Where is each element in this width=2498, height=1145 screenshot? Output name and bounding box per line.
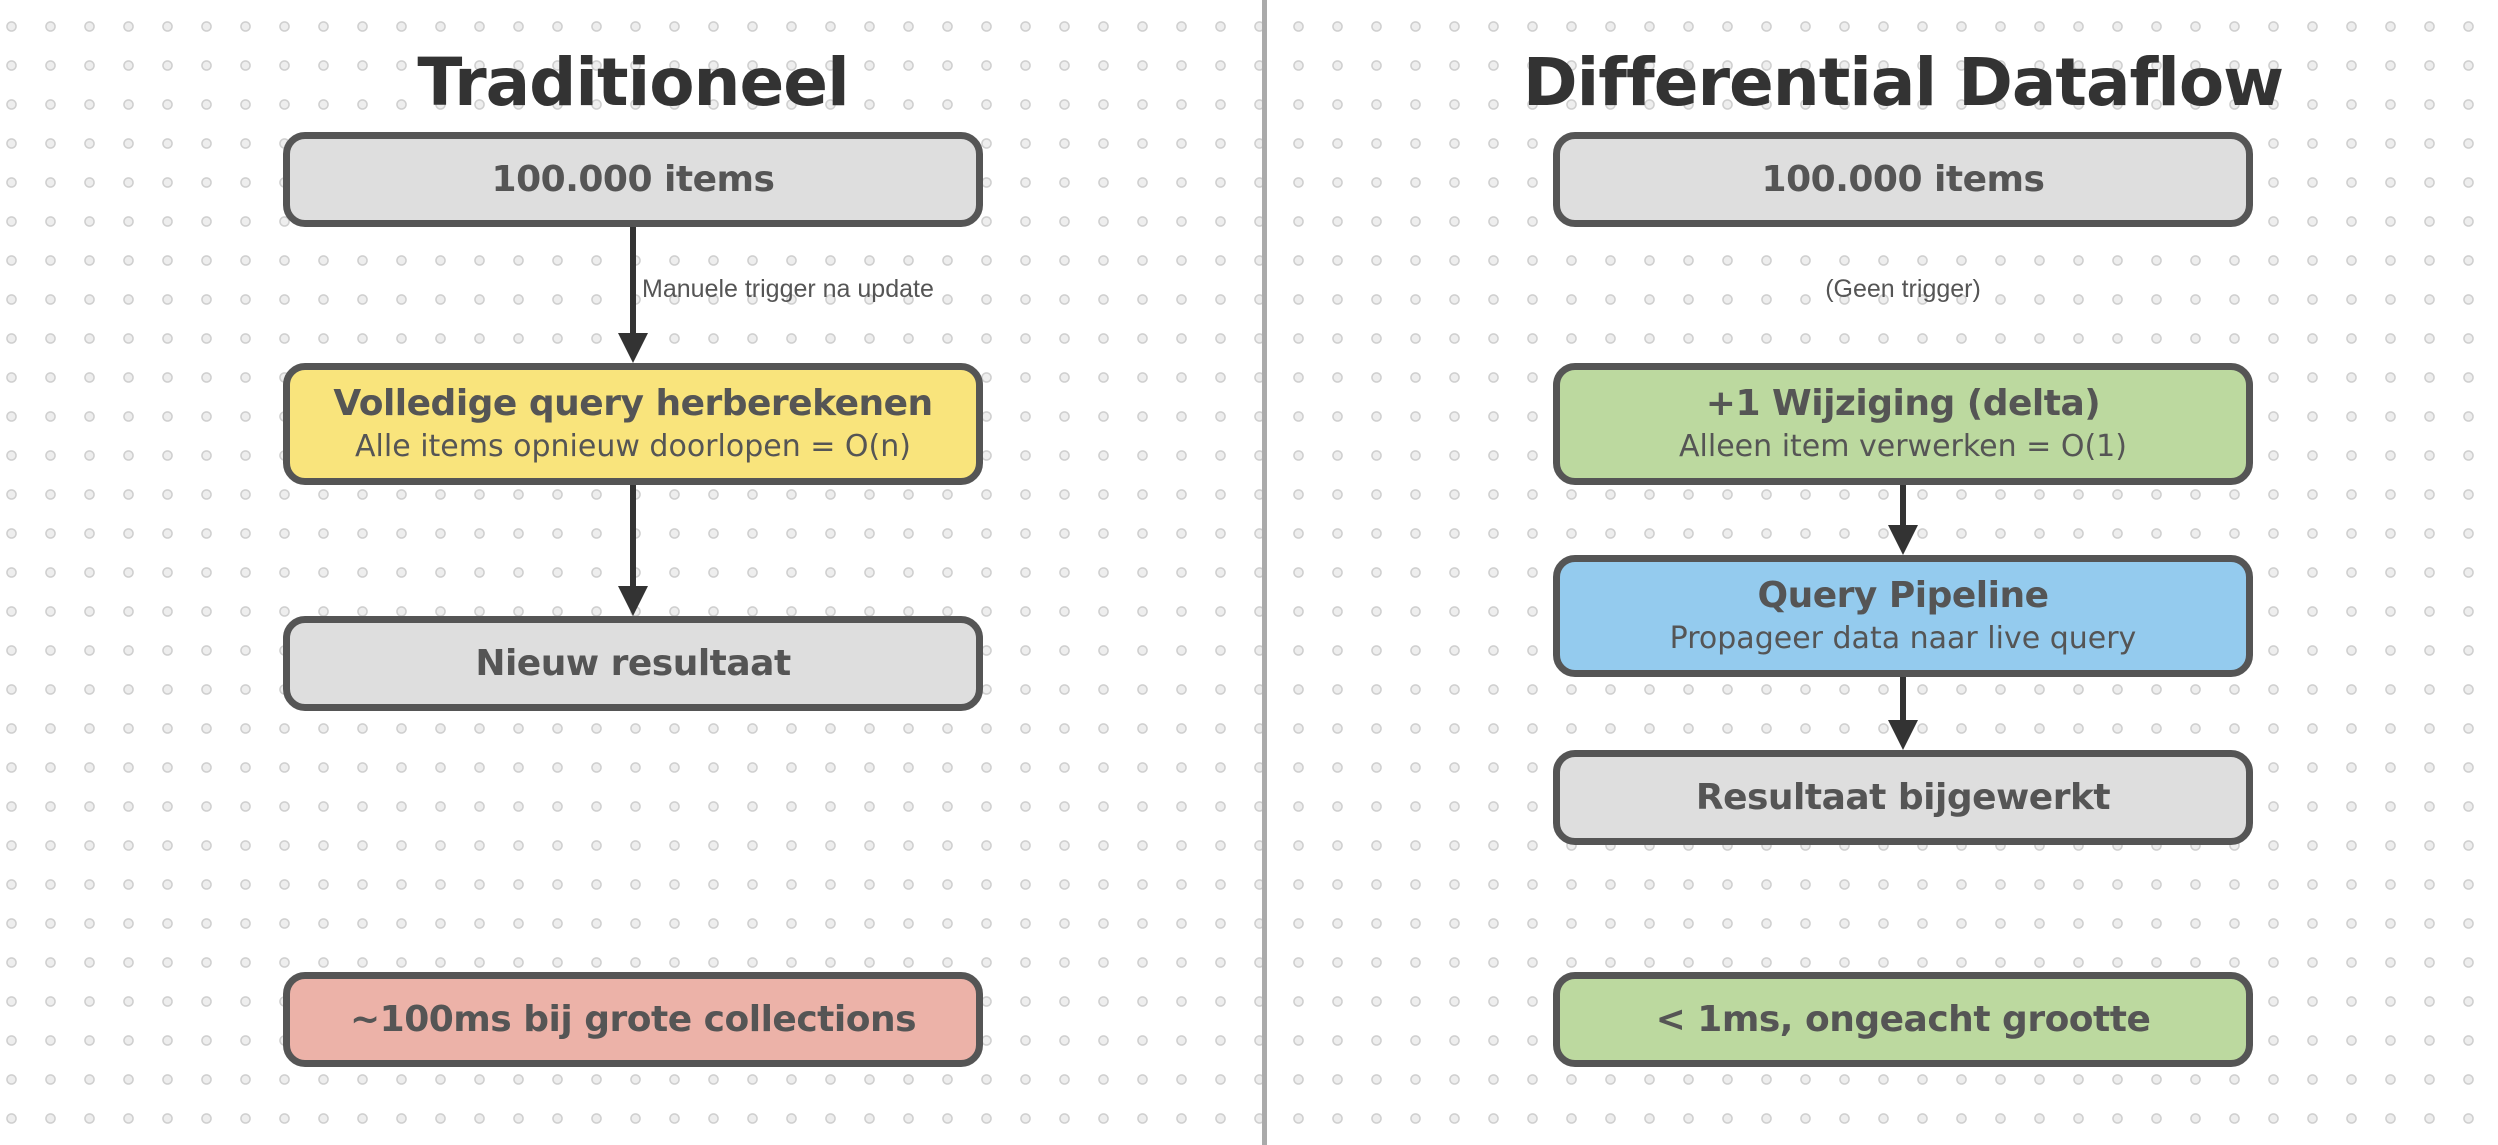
arrow-shaft [1900,485,1906,529]
node-label: +1 Wijziging (delta) [1705,383,2101,424]
traditional-result-node: Nieuw resultaat [283,616,983,711]
arrow-head-icon [1888,720,1918,750]
traditional-title: Traditioneel [417,44,849,121]
differential-result-node: Resultaat bijgewerkt [1553,750,2253,845]
differential-arrow-result [1888,677,1918,750]
node-label: Resultaat bijgewerkt [1695,776,2111,818]
node-sublabel: Alleen item verwerken = O(1) [1679,429,2127,464]
arrow-shaft [630,485,636,590]
traditional-arrow-trigger [618,227,648,363]
traditional-arrow-result [618,485,648,616]
node-label: Nieuw resultaat [475,642,791,684]
node-sublabel: Alle items opnieuw doorlopen = O(n) [355,429,911,464]
traditional-performance-node: ~100ms bij grote collections [283,972,983,1067]
node-label: 100.000 items [491,158,775,200]
node-label: Query Pipeline [1757,575,2049,616]
node-label: ~100ms bij grote collections [349,998,917,1040]
differential-pipeline-node: Query Pipeline Propageer data naar live … [1553,555,2253,677]
arrow-head-icon [1888,525,1918,555]
node-label: 100.000 items [1761,158,2045,200]
node-label: Volledige query herberekenen [333,383,933,424]
traditional-recompute-node: Volledige query herberekenen Alle items … [283,363,983,485]
arrow-head-icon [618,586,648,616]
node-sublabel: Propageer data naar live query [1669,621,2137,656]
arrow-shaft [1900,677,1906,724]
arrow-head-icon [618,333,648,363]
traditional-edge-label: Manuele trigger na update [642,275,934,303]
differential-source-node: 100.000 items [1553,132,2253,227]
arrow-shaft [630,227,636,337]
differential-title: Differential Dataflow [1522,44,2284,121]
node-label: < 1ms, ongeacht grootte [1655,998,2151,1040]
differential-arrow-pipeline [1888,485,1918,555]
traditional-source-node: 100.000 items [283,132,983,227]
column-divider [1262,0,1267,1145]
differential-performance-node: < 1ms, ongeacht grootte [1553,972,2253,1067]
differential-edge-label: (Geen trigger) [1825,275,1981,303]
differential-delta-node: +1 Wijziging (delta) Alleen item verwerk… [1553,363,2253,485]
